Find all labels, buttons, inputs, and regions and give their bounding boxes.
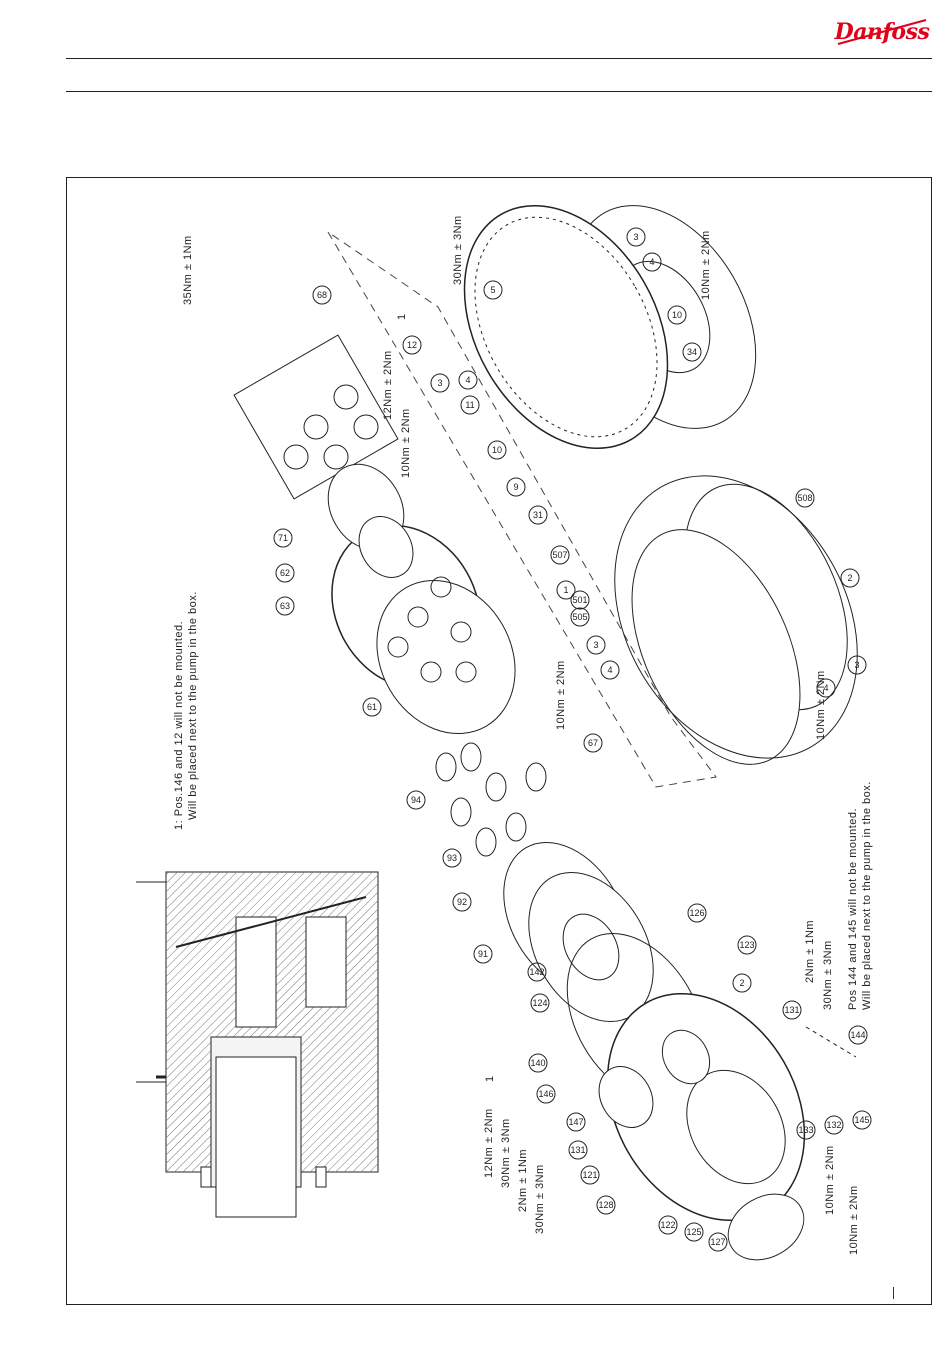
torque-label: 12Nm ± 2Nm <box>483 1108 495 1178</box>
torque-label: 30Nm ± 3Nm <box>822 940 834 1010</box>
torque-label: 30Nm ± 3Nm <box>534 1164 546 1234</box>
note-mounting-2: Pos 144 and 145 will not be mounted. Wil… <box>847 781 873 1010</box>
torque-label: 2Nm ± 1Nm <box>804 919 816 983</box>
danfoss-logo <box>837 19 927 45</box>
valve-plate <box>503 841 654 1023</box>
torque-label: 10Nm ± 2Nm <box>815 670 827 740</box>
piston-assembly <box>233 334 414 578</box>
torque-label: 10Nm ± 2Nm <box>848 1185 860 1255</box>
port-flange <box>463 205 669 449</box>
torque-label: 35Nm ± 1Nm <box>182 235 194 305</box>
header-rule-bottom <box>66 91 932 92</box>
danfoss-logo-text: Danfoss <box>834 19 930 45</box>
torque-label: 30Nm ± 3Nm <box>452 215 464 285</box>
page-tick-mark <box>893 1287 894 1299</box>
footnote-mark: 1 <box>484 1075 496 1082</box>
assembly-boundary-dashed <box>327 231 717 788</box>
torque-label: 30Nm ± 3Nm <box>500 1118 512 1188</box>
note-mounting-1: 1: Pos.146 and 12 will not be mounted. W… <box>173 591 199 830</box>
cross-section-view <box>136 871 379 1218</box>
exploded-view-drawing <box>136 205 858 1261</box>
header-rule-top <box>66 58 932 59</box>
torque-label: 10Nm ± 2Nm <box>700 230 712 300</box>
torque-label: 12Nm ± 2Nm <box>382 350 394 420</box>
end-cover <box>598 993 857 1261</box>
cylinder-block <box>331 524 516 735</box>
torque-label: 10Nm ± 2Nm <box>555 660 567 730</box>
torque-label: 10Nm ± 2Nm <box>400 408 412 478</box>
footnote-mark: 1 <box>396 313 408 320</box>
torque-label: 2Nm ± 1Nm <box>517 1148 529 1212</box>
torque-label: 10Nm ± 2Nm <box>824 1145 836 1215</box>
drawing-frame <box>66 177 932 1305</box>
